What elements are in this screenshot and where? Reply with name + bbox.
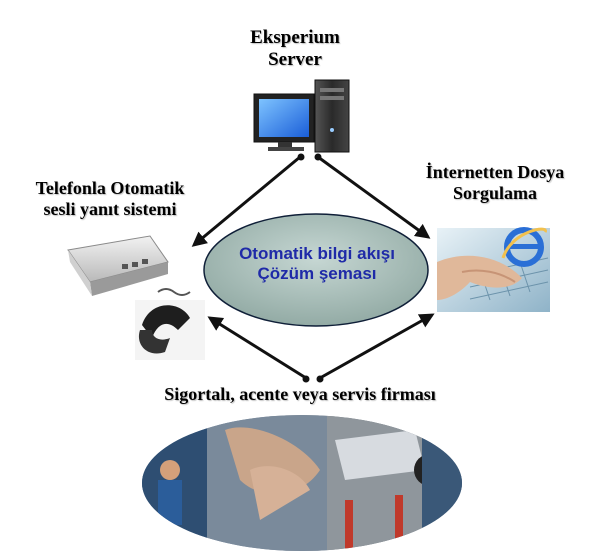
telephone-icon bbox=[67, 235, 205, 360]
internet-label-line2: Sorgulama bbox=[452, 183, 537, 204]
dot-server-right bbox=[314, 153, 322, 161]
connector-dots bbox=[297, 153, 324, 383]
dot-server-left bbox=[297, 153, 305, 161]
arrow-server-to-phone bbox=[191, 155, 301, 247]
service-workshop-photo bbox=[142, 415, 462, 551]
server-label-line1: Eksperium bbox=[250, 27, 340, 48]
server-label: Eksperium Server bbox=[215, 27, 375, 72]
phone-label-line2: sesli yanıt sistemi bbox=[43, 199, 177, 220]
center-text-line1: Otomatik bilgi akışı bbox=[239, 244, 395, 263]
internet-label: İnternetten Dosya Sorgulama bbox=[395, 162, 595, 204]
arrow-customer-to-phone bbox=[207, 316, 307, 380]
arrow-customer-to-internet bbox=[319, 313, 435, 380]
connector-arrows bbox=[191, 155, 435, 380]
internet-label-line1: İnternetten Dosya bbox=[425, 162, 565, 182]
dot-customer-left bbox=[302, 375, 310, 383]
computer-icon bbox=[253, 79, 350, 153]
customer-label: Sigortalı, acente veya servis firması bbox=[100, 384, 500, 405]
center-text: Otomatik bilgi akışı Çözüm şeması bbox=[208, 244, 426, 285]
server-label-line2: Server bbox=[268, 49, 322, 71]
center-text-line2: Çözüm şeması bbox=[257, 264, 377, 284]
phone-label-line1: Telefonla Otomatik bbox=[35, 178, 185, 198]
dot-customer-right bbox=[316, 375, 324, 383]
customer-label-line1: Sigortalı, acente veya servis firması bbox=[164, 384, 436, 404]
center-ellipse bbox=[203, 213, 429, 327]
phone-label: Telefonla Otomatik sesli yanıt sistemi bbox=[5, 178, 215, 220]
arrow-server-to-internet bbox=[317, 155, 431, 239]
internet-explorer-icon bbox=[437, 227, 550, 312]
